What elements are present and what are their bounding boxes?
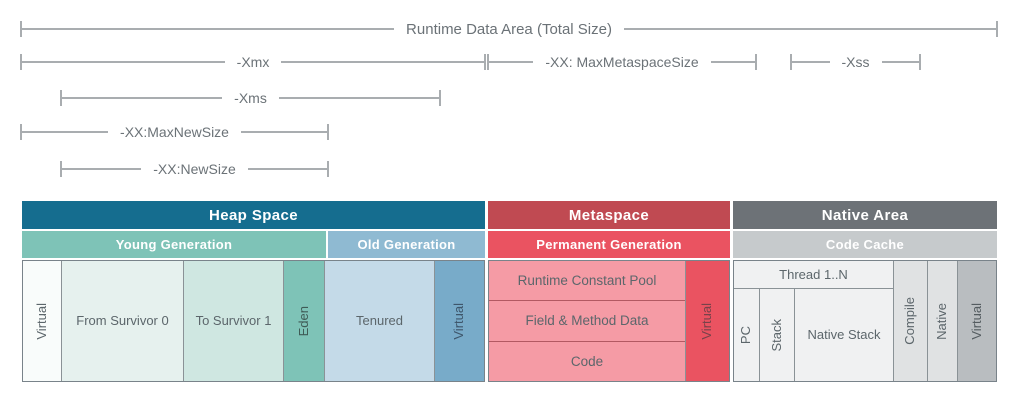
dimension-label: -Xmx — [236, 54, 270, 70]
dimension-label: -XX: MaxMetaspaceSize — [545, 54, 699, 70]
left-tick — [20, 54, 22, 70]
dimension-xss: -Xss — [790, 53, 921, 71]
from-survivor-cell: From Survivor 0 — [62, 261, 184, 381]
compile-cell: Compile — [894, 261, 928, 381]
young-generation-header: Young Generation — [22, 231, 326, 258]
metaspace-body: Runtime Constant Pool Field & Method Dat… — [488, 260, 730, 382]
dimension-xms: -Xms — [60, 89, 442, 107]
stack-cell: Stack — [760, 289, 795, 381]
stack-label: Stack — [768, 318, 784, 352]
dimension-new-size: -XX:NewSize — [60, 160, 329, 178]
dimension-line — [62, 168, 142, 170]
dimension-line — [710, 61, 756, 63]
dimension-xmx: -Xmx — [20, 53, 487, 71]
metaspace-group: Metaspace Permanent Generation Runtime C… — [488, 201, 730, 382]
right-tick — [919, 54, 921, 70]
dimension-line — [623, 28, 997, 30]
native-area-header: Native Area — [733, 201, 997, 229]
right-tick — [996, 21, 999, 37]
right-tick — [439, 90, 442, 106]
dimension-label: -Xss — [841, 54, 870, 70]
right-tick — [327, 124, 330, 140]
dimension-line — [22, 28, 395, 30]
thread-cells: PC Stack Native Stack — [734, 289, 893, 381]
dimension-label: -XX:NewSize — [153, 161, 236, 177]
native-virtual-cell: Virtual — [958, 261, 996, 381]
dimension-label: -XX:MaxNewSize — [120, 124, 229, 140]
compile-label: Compile — [902, 297, 918, 345]
native-stack-cell: Native Stack — [795, 289, 893, 381]
permanent-generation-header: Permanent Generation — [488, 231, 730, 258]
native-virtual-label: Virtual — [968, 302, 984, 340]
dimension-line — [62, 97, 223, 99]
right-tick — [484, 54, 487, 70]
young-virtual-label: Virtual — [33, 302, 49, 340]
eden-label: Eden — [295, 305, 311, 337]
left-tick — [20, 124, 22, 140]
left-tick — [790, 54, 792, 70]
native-area-group: Native Area Code Cache Thread 1..N PC St… — [733, 201, 997, 382]
eden-cell: Eden — [284, 261, 325, 381]
left-tick — [20, 21, 22, 37]
heap-space-header: Heap Space — [22, 201, 485, 229]
metaspace-header: Metaspace — [488, 201, 730, 229]
memory-layout-table: Heap Space Young Generation Old Generati… — [22, 201, 997, 382]
dimension-line — [22, 131, 109, 133]
heap-space-group: Heap Space Young Generation Old Generati… — [22, 201, 485, 382]
code-cell: Code — [489, 341, 685, 381]
native-label: Native — [934, 302, 950, 340]
young-virtual-cell: Virtual — [23, 261, 62, 381]
metaspace-virtual-cell: Virtual — [685, 261, 729, 381]
dimension-max-new-size: -XX:MaxNewSize — [20, 123, 330, 141]
dimension-line — [278, 97, 440, 99]
dimension-line — [792, 61, 830, 63]
permanent-generation-rows: Runtime Constant Pool Field & Method Dat… — [489, 261, 685, 381]
tenured-cell: Tenured — [325, 261, 435, 381]
thread-band: Thread 1..N — [734, 261, 893, 289]
dimension-line — [281, 61, 485, 63]
native-body: Thread 1..N PC Stack Native Stack Compil… — [733, 260, 997, 382]
heap-body: Virtual From Survivor 0 To Survivor 1 Ed… — [22, 260, 485, 382]
heap-subheaders: Young Generation Old Generation — [22, 231, 485, 258]
field-method-data-cell: Field & Method Data — [489, 301, 685, 342]
metaspace-subheaders: Permanent Generation — [488, 231, 730, 258]
pc-cell: PC — [734, 289, 760, 381]
runtime-constant-pool-cell: Runtime Constant Pool — [489, 261, 685, 302]
right-tick — [327, 161, 329, 177]
native-cell: Native — [928, 261, 958, 381]
native-subheaders: Code Cache — [733, 231, 997, 258]
left-tick — [487, 54, 489, 70]
code-cache-header: Code Cache — [733, 231, 997, 258]
old-generation-header: Old Generation — [328, 231, 485, 258]
old-virtual-cell: Virtual — [435, 261, 484, 381]
dimension-line — [240, 131, 328, 133]
metaspace-virtual-label: Virtual — [699, 302, 715, 340]
dimension-label: Runtime Data Area (Total Size) — [406, 20, 612, 38]
dimension-line — [881, 61, 919, 63]
old-virtual-label: Virtual — [451, 302, 467, 340]
dimension-max-metaspace-size: -XX: MaxMetaspaceSize — [487, 53, 758, 71]
dimension-runtime-data-area: Runtime Data Area (Total Size) — [20, 20, 999, 38]
to-survivor-cell: To Survivor 1 — [184, 261, 284, 381]
left-tick — [60, 161, 62, 177]
thread-section: Thread 1..N PC Stack Native Stack — [734, 261, 894, 381]
left-tick — [60, 90, 62, 106]
dimension-line — [22, 61, 225, 63]
pc-label: PC — [738, 325, 754, 345]
right-tick — [755, 54, 758, 70]
dimension-line — [489, 61, 534, 63]
dimension-line — [247, 168, 327, 170]
dimension-label: -Xms — [234, 90, 267, 106]
